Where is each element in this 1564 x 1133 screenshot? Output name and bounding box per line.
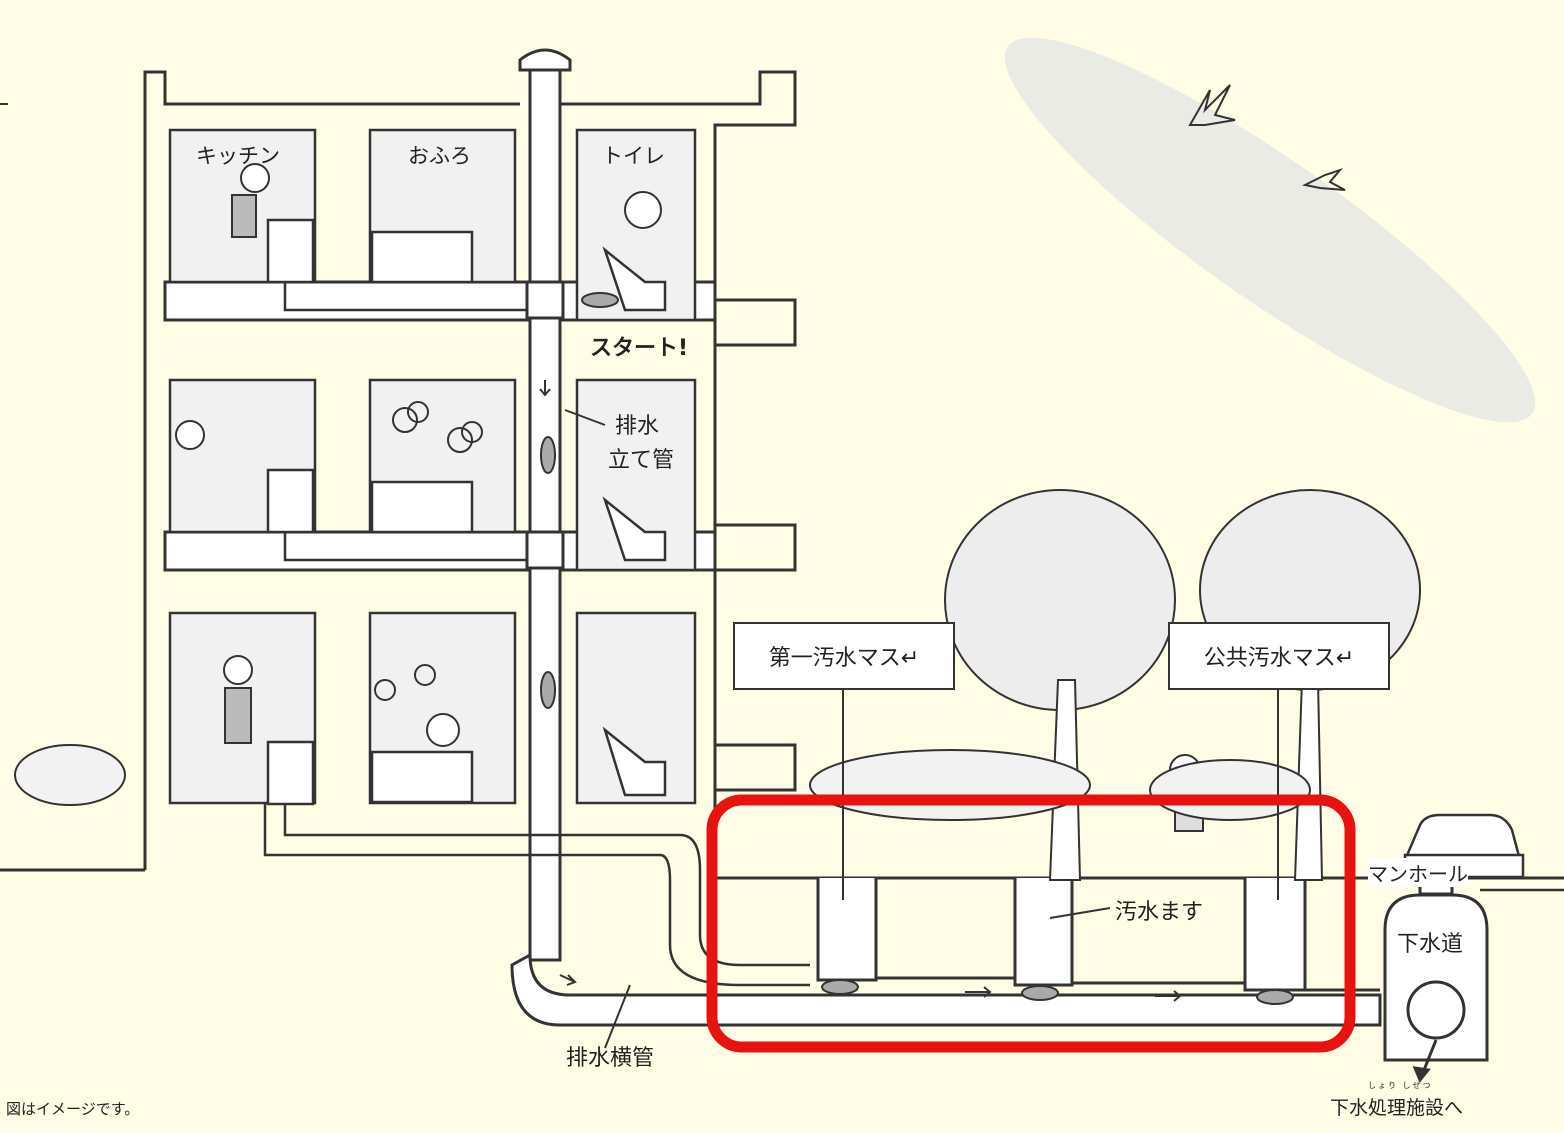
person-icon	[175, 420, 205, 450]
bird-icon	[1301, 167, 1346, 191]
toilet-icon	[602, 496, 667, 562]
waste-blob	[540, 671, 556, 709]
room-label-bath: おふろ	[408, 144, 471, 168]
horizontal-pipe-label: 排水横管	[566, 1046, 655, 1071]
people	[175, 163, 1204, 832]
person-icon	[624, 191, 662, 229]
sink-icon	[266, 218, 315, 284]
start-label: スタート!	[590, 336, 689, 361]
first-sewage-basin	[816, 878, 878, 982]
bush-icon	[809, 749, 1091, 821]
basins	[816, 878, 1380, 992]
bush-icon	[14, 744, 126, 806]
flow-arrow	[559, 974, 577, 986]
sewer-label: 下水道	[1397, 932, 1464, 957]
flow-arrow	[539, 380, 551, 397]
bathtub-icon	[370, 750, 474, 804]
public-sewage-basin	[1243, 878, 1307, 992]
tree-icon	[944, 489, 1176, 711]
sink-icon	[266, 468, 315, 534]
waste-blob	[540, 436, 556, 474]
bush-icon	[1149, 759, 1311, 821]
sewer-pipe-end	[1406, 980, 1466, 1040]
bird-icon	[1188, 84, 1236, 126]
person-icon	[240, 163, 270, 193]
room-label-kitchen: キッチン	[196, 144, 280, 168]
footnote: 図はイメージです。	[6, 1100, 140, 1118]
birds	[1188, 84, 1346, 191]
public-sewage-basin-label: 公共汚水マス↵	[1168, 622, 1390, 690]
sink-icon	[266, 740, 315, 806]
person-icon	[426, 713, 460, 747]
pipe-joint	[525, 280, 565, 320]
waste-blob	[581, 292, 619, 308]
bathtub-icon	[370, 230, 474, 284]
treatment-label: 下水処理施設へ	[1330, 1097, 1464, 1119]
sewer	[1383, 876, 1489, 1083]
flow-arrow	[1155, 990, 1182, 1002]
treatment-ruby: しょり しせつ	[1368, 1081, 1433, 1090]
sewage-flow	[539, 292, 1294, 1005]
toilet-icon	[602, 246, 667, 312]
stack-pipe-label-1: 排水	[615, 414, 660, 439]
highlight-box	[706, 794, 1356, 1053]
flow-arrow	[965, 986, 992, 998]
waste-blob	[1021, 985, 1059, 1001]
first-sewage-basin-label: 第一汚水マス↵	[733, 622, 955, 690]
bathtub-icon	[370, 480, 474, 534]
pipe-joint	[525, 530, 565, 570]
room-label-toilet: トイレ	[602, 144, 665, 168]
toilet-icon	[602, 726, 667, 797]
waste-blob	[821, 979, 859, 995]
person-icon	[223, 655, 253, 685]
sewage-basin-label: 汚水ます	[1115, 900, 1204, 925]
waste-blob	[1256, 989, 1294, 1005]
steam-icons	[374, 401, 483, 701]
stack-pipe-label-2: 立て管	[608, 448, 675, 473]
fixtures	[266, 218, 667, 806]
stack-pipe	[510, 48, 1382, 1027]
manhole-label: マンホール	[1368, 858, 1468, 887]
sky-streak	[1004, 37, 1536, 423]
sewage-basin	[1013, 878, 1074, 987]
